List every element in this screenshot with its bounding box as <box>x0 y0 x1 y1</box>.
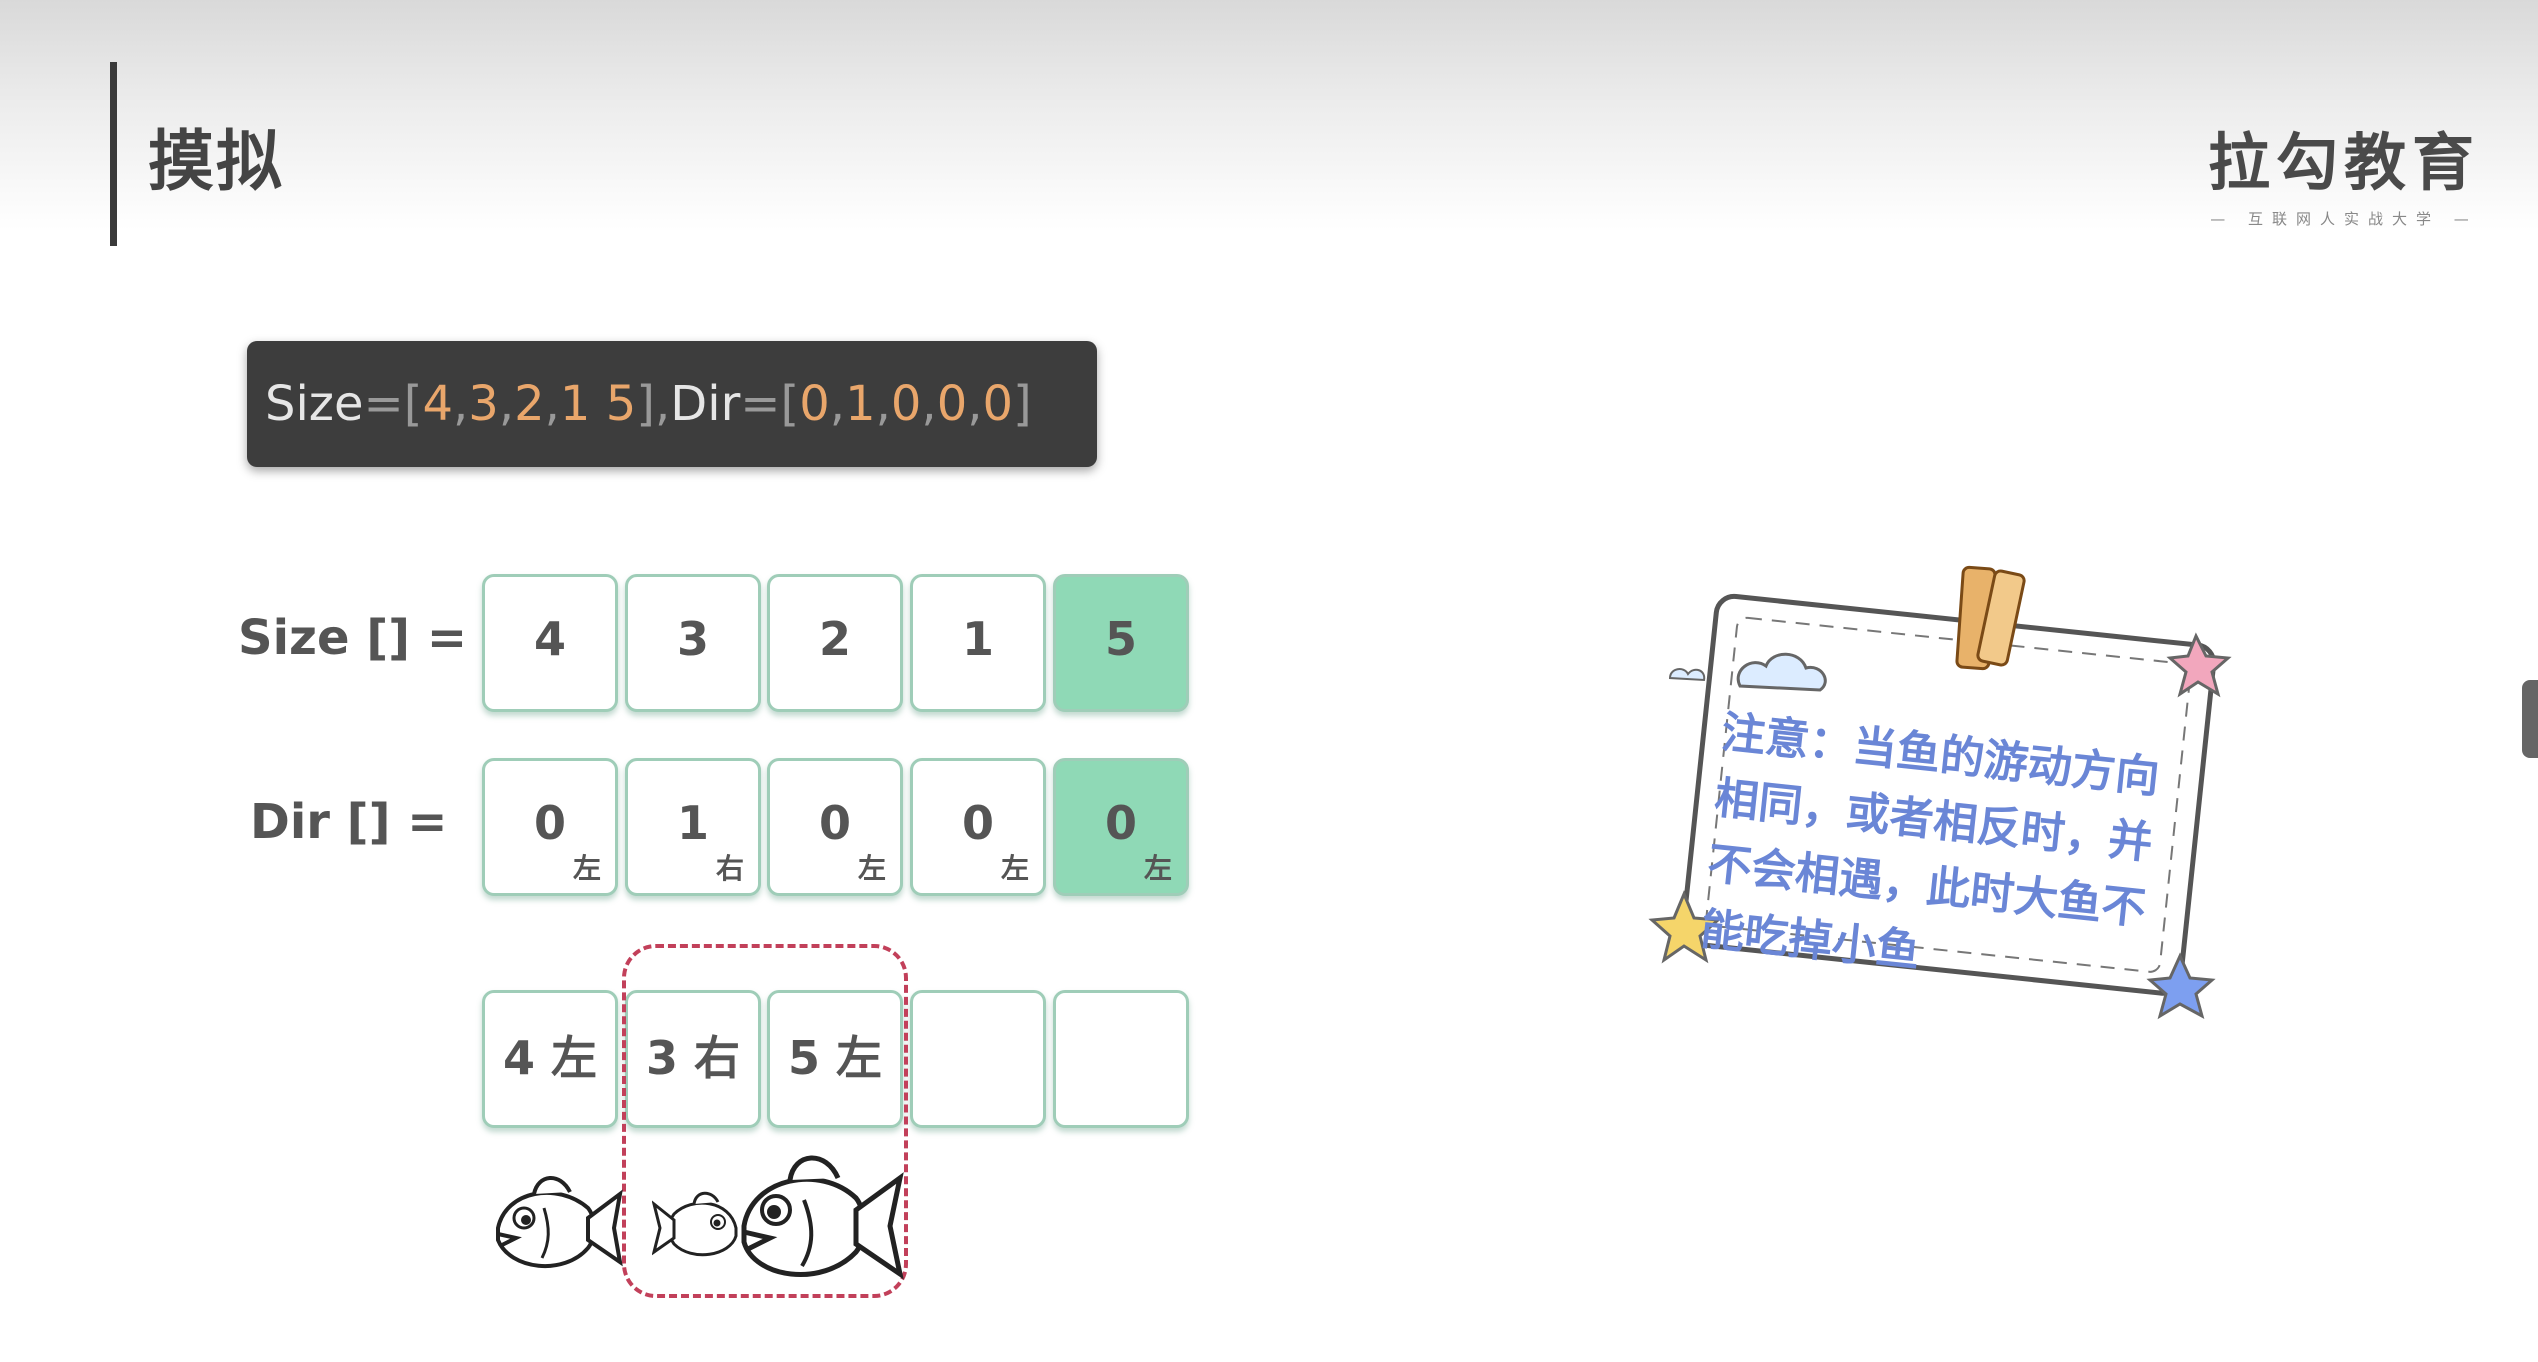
dir-cell-direction: 左 <box>1000 852 1029 885</box>
logo-text: 拉勾教育 <box>2208 126 2481 199</box>
code-bracket: ] <box>636 376 655 432</box>
code-comma: , <box>544 376 560 432</box>
dir-cell-value: 0 <box>818 796 851 850</box>
code-size-val: 3 <box>468 376 499 432</box>
code-comma: , <box>967 376 983 432</box>
code-eq: = <box>363 376 404 432</box>
fish-icon <box>496 1176 623 1269</box>
size-cell-value: 3 <box>676 612 709 666</box>
size-cell: 3 <box>625 574 761 712</box>
yellow-star-icon <box>1648 890 1722 964</box>
dir-cell-value: 1 <box>676 796 709 850</box>
stack-cell: 3 右 <box>625 990 761 1128</box>
dir-cell-value: 0 <box>533 796 566 850</box>
stack-cell: 4 左 <box>482 990 618 1128</box>
dir-cell-value: 0 <box>961 796 994 850</box>
code-size-val: 2 <box>514 376 545 432</box>
code-dir-name: Dir <box>670 376 741 432</box>
code-dir-val: 0 <box>936 376 968 432</box>
small-cloud-icon <box>1668 668 1706 682</box>
stack-cell-value: 5 左 <box>787 1031 883 1085</box>
size-cell-value: 5 <box>1104 612 1137 666</box>
blue-star-icon <box>2146 952 2216 1020</box>
header-band <box>0 0 2538 230</box>
code-bracket: [ <box>780 376 800 432</box>
code-dir-val: 0 <box>890 376 922 432</box>
code-size-val: 4 <box>422 376 454 432</box>
small-fish-icon <box>652 1191 738 1257</box>
code-dir-val: 1 <box>845 376 876 432</box>
code-bracket: [ <box>403 376 423 432</box>
size-cell-value: 1 <box>961 612 994 666</box>
stack-cell: 5 左 <box>767 990 903 1128</box>
code-bracket: ] <box>1013 376 1032 432</box>
size-cell-value: 2 <box>818 612 851 666</box>
pink-star-icon <box>2166 632 2232 698</box>
title-accent-bar <box>110 62 117 246</box>
dir-row-label: Dir [] = <box>250 794 448 850</box>
dir-cell-direction: 左 <box>572 852 601 885</box>
stack-cell-value: 4 左 <box>502 1031 598 1085</box>
size-cell-highlighted: 5 <box>1053 574 1189 712</box>
code-dir-val: 0 <box>982 376 1014 432</box>
note-card <box>1648 565 2232 1020</box>
size-cell-value: 4 <box>533 612 566 666</box>
dir-cell-direction: 左 <box>1143 852 1172 885</box>
stack-cell-value: 3 右 <box>645 1031 741 1085</box>
stack-cell-empty <box>1053 990 1189 1128</box>
size-cell: 1 <box>910 574 1046 712</box>
code-size-val: 1 5 <box>559 376 637 432</box>
encounter-highlight-box <box>622 944 908 1298</box>
size-cell: 2 <box>767 574 903 712</box>
cloud-icon <box>1736 652 1827 692</box>
stack-cell-empty <box>910 990 1046 1128</box>
size-row-label: Size [] = <box>238 610 468 666</box>
clothespin-icon <box>1955 565 2026 671</box>
code-comma: , <box>498 376 515 432</box>
note-text: 注意：当鱼的游动方向相同，或者相反时，并不会相遇，此时大鱼不能吃掉小鱼 <box>1698 706 2162 978</box>
code-eq: = <box>740 376 781 432</box>
code-comma: , <box>921 376 937 432</box>
logo-subtitle: — 互联网人实战大学 — <box>2210 210 2478 228</box>
page-title: 摸拟 <box>148 123 284 200</box>
big-fish-icon <box>741 1155 904 1280</box>
code-comma: , <box>875 376 891 432</box>
code-snippet: Size = [4, 3, 2, 1 5], Dir = [0, 1, 0, 0… <box>247 341 1097 467</box>
code-comma: , <box>655 376 671 432</box>
code-comma: , <box>829 376 846 432</box>
code-comma: , <box>453 376 469 432</box>
code-dir-val: 0 <box>799 376 830 432</box>
brand-logo: 拉勾教育 — 互联网人实战大学 — <box>2208 112 2480 229</box>
code-size-name: Size <box>265 376 364 432</box>
side-panel-handle[interactable] <box>2522 680 2538 758</box>
dir-cell-value: 0 <box>1104 796 1137 850</box>
dir-cell-direction: 右 <box>715 852 744 885</box>
dir-cell-direction: 左 <box>857 852 886 885</box>
size-cell: 4 <box>482 574 618 712</box>
